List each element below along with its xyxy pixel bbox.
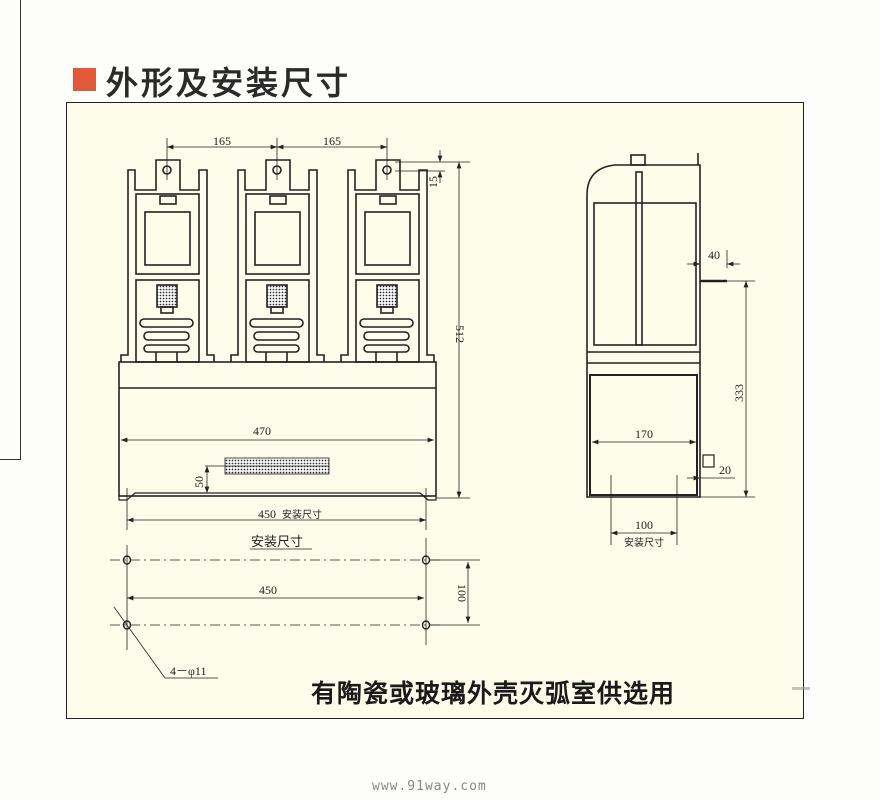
dim-bracket-height: 333 [732,384,746,402]
page-edge-line [20,0,21,460]
pole-3 [340,159,435,363]
drawing-panel [66,102,804,719]
dim-pole-spacing-1: 165 [213,134,231,148]
terminal-block [224,457,330,475]
dim-hole-spacing-y: 100 [455,584,469,602]
scan-mark [792,687,810,690]
dim-body-width: 470 [253,424,271,438]
side-view [586,153,727,498]
section-title: 外形及安装尺寸 [106,64,352,102]
page-edge-line [0,459,21,460]
dim-mount-depth-note: 安装尺寸 [624,536,664,549]
dim-bottom-offset: 20 [719,463,731,477]
pole-2 [230,159,325,363]
dim-terminal-offset: 15 [426,176,440,188]
pole-1 [120,159,215,363]
dim-overall-height: 512 [453,325,467,343]
hole-spec-label: 4－φ11 [170,664,206,678]
dim-mount-width: 450 [258,507,276,521]
title-bullet-icon [73,68,96,91]
mounting-plan-heading: 安装尺寸 [251,535,303,550]
front-view [118,159,437,501]
dim-body-depth: 170 [635,427,653,441]
dim-bracket-depth: 40 [708,248,720,262]
footnote-text: 有陶瓷或玻璃外壳灭弧室供选用 [311,679,676,708]
dim-terminal-block-height: 50 [192,476,206,488]
front-dimensions [121,138,470,530]
dim-pole-spacing-2: 165 [323,134,341,148]
mounting-plan [110,538,480,679]
base-housing [118,361,437,497]
dim-mount-depth: 100 [635,518,653,532]
side-dimensions [592,250,755,545]
dim-mount-width-note: 安装尺寸 [282,508,322,521]
watermark-text: www.91way.com [372,779,487,794]
dim-hole-spacing-x: 450 [259,583,277,597]
